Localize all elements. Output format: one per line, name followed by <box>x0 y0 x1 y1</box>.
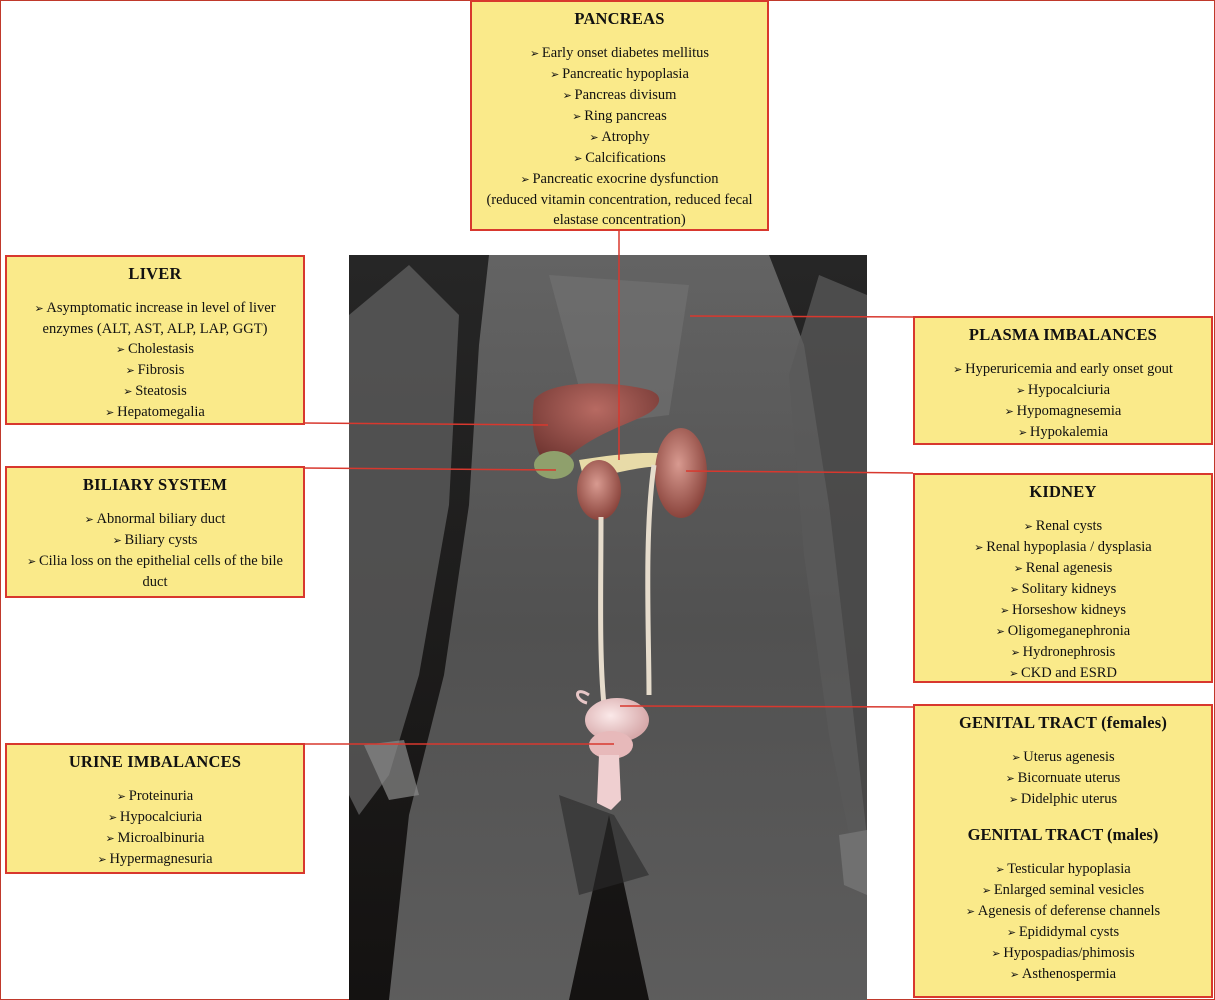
kidney-item: Oligomeganephronia <box>921 621 1205 642</box>
urine-item: Hypermagnesuria <box>13 849 297 870</box>
biliary-title: BILIARY SYSTEM <box>13 474 297 496</box>
kidney-item: CKD and ESRD <box>921 663 1205 684</box>
plasma-box: PLASMA IMBALANCES Hyperuricemia and earl… <box>913 316 1213 445</box>
liver-item: Cholestasis <box>13 339 297 360</box>
kidney-item: Renal hypoplasia / dysplasia <box>921 537 1205 558</box>
plasma-item: Hypomagnesemia <box>921 401 1205 422</box>
biliary-box: BILIARY SYSTEM Abnormal biliary duct Bil… <box>5 466 305 598</box>
kidney-item: Hydronephrosis <box>921 642 1205 663</box>
biliary-list: Abnormal biliary duct Biliary cysts Cili… <box>13 509 297 592</box>
right-kidney-organ <box>655 428 707 518</box>
kidney-item: Horseshow kidneys <box>921 600 1205 621</box>
pancreas-box: PANCREAS Early onset diabetes mellitus P… <box>470 0 769 231</box>
urine-item: Proteinuria <box>13 786 297 807</box>
plasma-item: Hypocalciuria <box>921 380 1205 401</box>
kidney-title: KIDNEY <box>921 481 1205 503</box>
uterus-organ <box>589 731 633 759</box>
kidney-box: KIDNEY Renal cysts Renal hypoplasia / dy… <box>913 473 1213 683</box>
genital-female-title: GENITAL TRACT (females) <box>921 712 1205 734</box>
liver-item: Fibrosis <box>13 360 297 381</box>
biliary-item: Biliary cysts <box>13 530 297 551</box>
urine-list: Proteinuria Hypocalciuria Microalbinuria… <box>13 786 297 870</box>
kidney-item: Renal agenesis <box>921 558 1205 579</box>
pancreas-item: Atrophy <box>478 127 761 148</box>
urine-box: URINE IMBALANCES Proteinuria Hypocalciur… <box>5 743 305 874</box>
pancreas-item: Pancreatic hypoplasia <box>478 64 761 85</box>
pancreas-item: Early onset diabetes mellitus <box>478 43 761 64</box>
genital-male-item: Asthenospermia <box>921 964 1205 985</box>
plasma-item: Hyperuricemia and early onset gout <box>921 359 1205 380</box>
kidney-item: Renal cysts <box>921 516 1205 537</box>
plasma-list: Hyperuricemia and early onset gout Hypoc… <box>921 359 1205 443</box>
urine-item: Hypocalciuria <box>13 807 297 828</box>
liver-box: LIVER Asymptomatic increase in level of … <box>5 255 305 425</box>
pancreas-item: Ring pancreas <box>478 106 761 127</box>
left-kidney-organ <box>577 460 621 520</box>
biliary-item: Abnormal biliary duct <box>13 509 297 530</box>
pancreas-item: Calcifications <box>478 148 761 169</box>
vaginal-canal <box>597 755 621 810</box>
pancreas-title: PANCREAS <box>478 8 761 30</box>
pancreas-list: Early onset diabetes mellitus Pancreatic… <box>478 43 761 190</box>
urine-title: URINE IMBALANCES <box>13 751 297 773</box>
genital-male-item: Agenesis of deferense channels <box>921 901 1205 922</box>
genital-male-list: Testicular hypoplasia Enlarged seminal v… <box>921 859 1205 985</box>
urine-item: Microalbinuria <box>13 828 297 849</box>
biliary-item: Cilia loss on the epithelial cells of th… <box>13 551 297 592</box>
kidney-list: Renal cysts Renal hypoplasia / dysplasia… <box>921 516 1205 684</box>
pancreas-item: Pancreas divisum <box>478 85 761 106</box>
genital-female-list: Uterus agenesis Bicornuate uterus Didelp… <box>921 747 1205 810</box>
liver-item: Steatosis <box>13 381 297 402</box>
pancreas-note: (reduced vitamin concentration, reduced … <box>478 190 761 230</box>
plasma-title: PLASMA IMBALANCES <box>921 324 1205 346</box>
liver-title: LIVER <box>13 263 297 285</box>
liver-item: Asymptomatic increase in level of liver … <box>13 298 297 339</box>
genital-male-item: Epididymal cysts <box>921 922 1205 943</box>
liver-item: Hepatomegalia <box>13 402 297 423</box>
genital-box: GENITAL TRACT (females) Uterus agenesis … <box>913 704 1213 998</box>
genital-male-title: GENITAL TRACT (males) <box>921 824 1205 846</box>
genital-female-item: Didelphic uterus <box>921 789 1205 810</box>
genital-female-item: Uterus agenesis <box>921 747 1205 768</box>
liver-list: Asymptomatic increase in level of liver … <box>13 298 297 423</box>
genital-female-item: Bicornuate uterus <box>921 768 1205 789</box>
genital-male-item: Testicular hypoplasia <box>921 859 1205 880</box>
plasma-item: Hypokalemia <box>921 422 1205 443</box>
genital-male-item: Hypospadias/phimosis <box>921 943 1205 964</box>
anatomy-illustration <box>349 255 867 1000</box>
genital-male-item: Enlarged seminal vesicles <box>921 880 1205 901</box>
kidney-item: Solitary kidneys <box>921 579 1205 600</box>
gallbladder-organ <box>534 451 574 479</box>
pancreas-item: Pancreatic exocrine dysfunction <box>478 169 761 190</box>
